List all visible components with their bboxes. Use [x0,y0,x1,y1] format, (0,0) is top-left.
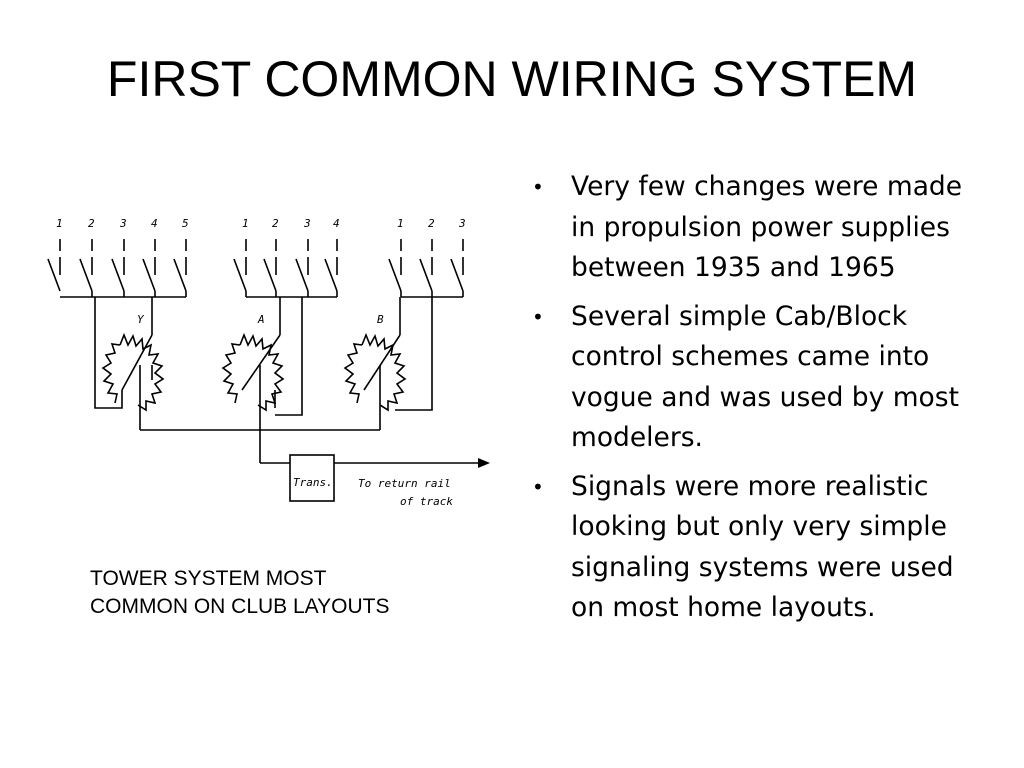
bullet-text: Very few changes were made in propulsion… [571,171,963,283]
rheostat-b [343,297,433,430]
rheostat-a [221,297,303,463]
terminal-number: 3 [119,217,127,230]
caption-line: TOWER SYSTEM MOST [90,567,327,590]
bullet-icon: • [532,175,544,199]
rheostat-y [94,297,165,430]
switch-group-a [233,239,338,298]
bullet-text: Signals were more realistic looking but … [571,470,954,624]
diagram-caption: TOWER SYSTEM MOST COMMON ON CLUB LAYOUTS [90,565,490,621]
bullet-text: Several simple Cab/Block control schemes… [571,300,959,454]
controller-label-y: Y [137,313,145,326]
terminal-number: 2 [272,217,279,230]
terminal-number: 3 [303,217,311,230]
terminal-number: 3 [458,217,466,230]
switch-group-y [47,239,187,298]
wiring-diagram: 1 2 3 4 5 1 2 3 4 1 2 3 Y A B [47,217,490,508]
slide-title: FIRST COMMON WIRING SYSTEM [106,51,918,107]
terminal-number: 4 [333,217,340,230]
terminal-number: 1 [397,217,404,230]
transformer-label: Trans. [293,476,333,489]
terminal-number: 2 [88,217,95,230]
terminal-number: 1 [56,217,63,230]
transformer-box [289,454,335,502]
terminal-number: 1 [242,217,249,230]
terminal-number: 5 [182,217,189,230]
caption-line: COMMON ON CLUB LAYOUTS [90,595,390,618]
switch-group-b [388,239,464,298]
return-label-line2: of track [400,495,453,508]
controller-label-b: B [377,313,384,326]
controller-label-a: A [257,313,265,326]
return-label-line1: To return rail [358,477,451,490]
bullet-item: • Several simple Cab/Block control scheme… [528,297,978,459]
bullet-item: • Signals were more realistic looking but… [528,467,978,629]
terminal-number: 4 [151,217,158,230]
bullet-item: • Very few changes were made in propulsio… [528,167,978,289]
bullet-icon: • [532,474,544,499]
bullet-list: • Very few changes were made in propulsio… [528,167,978,637]
terminal-number: 2 [428,217,435,230]
bullet-icon: • [532,304,544,329]
